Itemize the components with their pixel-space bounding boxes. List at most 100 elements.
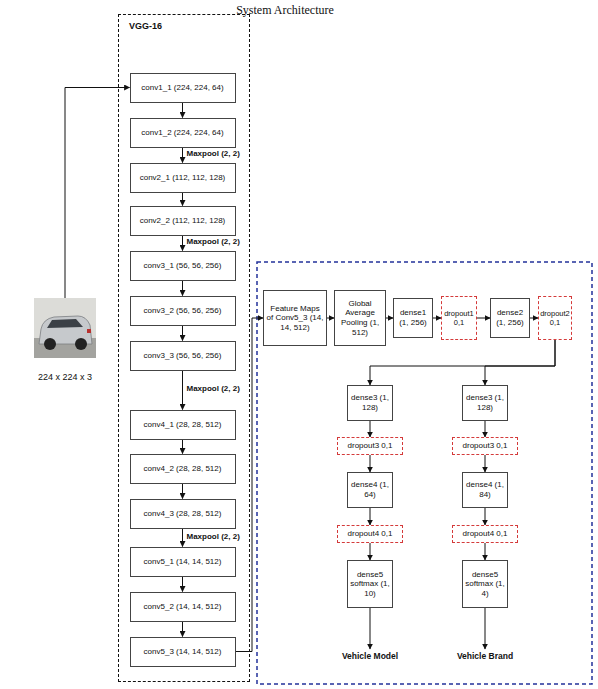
output-arrow [485,608,486,649]
feature-map-box: Feature Maps of Conv5_3 (14, 14, 512) [263,290,327,346]
connector-layer [65,88,555,652]
conv-layer-box: conv3_2 (56, 56, 256) [130,296,236,326]
input-image: 224 x 224 x 3 [32,298,98,384]
photo-background [34,298,96,358]
connector-arrow [182,622,183,637]
layer-text: dropout1 0,1 [443,309,475,327]
connector-arrow [182,193,183,206]
layer-text: dense4 (1, 64) [350,480,390,499]
connector-arrow [182,103,183,118]
connector-arrow [182,148,183,163]
output-arrow [370,608,371,649]
pooling-box: Global Average Pooling (1, 512) [334,290,386,346]
connector-arrow [485,421,486,437]
connector-arrow [182,440,183,454]
conv-layer-box: conv1_2 (224, 224, 64) [130,118,236,148]
connector-arrow [182,484,183,499]
layer-text: conv2_2 (112, 112, 128) [140,216,226,226]
layer-text: dropout3 0,1 [463,441,508,451]
softmax-layer-box: dense5 softmax (1, 4) [462,560,508,608]
layer-text: conv2_1 (112, 112, 128) [140,173,226,183]
layer-text: Feature Maps of Conv5_3 (14, 14, 512) [266,304,324,333]
connector-arrow [370,543,371,560]
dense-layer-box: dense3 (1, 128) [347,385,393,421]
edge-label: Maxpool (2, 2) [187,237,240,246]
layer-text: conv3_1 (56, 56, 256) [144,261,222,271]
connector-arrow [485,543,486,560]
dropout-box: dropout3 0,1 [452,437,518,455]
connector-arrow [182,326,183,341]
layer-text: dropout2 0,1 [540,309,570,327]
layer-text: Global Average Pooling (1, 512) [337,299,383,337]
layer-text: dense5 softmax (1, 4) [465,570,505,599]
layer-text: conv5_3 (14, 14, 512) [144,647,222,657]
layer-text: conv4_2 (28, 28, 512) [144,464,222,474]
connector-arrow [65,88,130,299]
dropout-box: dropout4 0,1 [452,525,518,543]
edge-label: Maxpool (2, 2) [187,532,240,541]
layer-text: dropout3 0,1 [348,441,393,451]
softmax-layer-box: dense5 softmax (1, 10) [347,560,393,608]
dropout-box: dropout2 0,1 [538,296,572,340]
connector-arrow [182,529,183,547]
connector-arrow [182,236,183,251]
dense-layer-box: dense2 (1, 256) [490,298,530,338]
edge-label: Maxpool (2, 2) [187,384,240,393]
layer-text: dense4 (1, 84) [465,480,505,499]
dense-layer-box: dense4 (1, 64) [347,472,393,508]
layer-text: conv4_3 (28, 28, 512) [144,509,222,519]
layer-text: conv4_1 (28, 28, 512) [144,420,222,430]
connector-arrow [386,318,393,319]
group-title: VGG-16 [129,21,162,32]
connector-arrow [477,318,490,319]
dropout-box: dropout3 0,1 [337,437,403,455]
layer-text: dropout4 0,1 [463,529,508,539]
input-size-text: 224 x 224 x 3 [38,372,92,383]
layer-text: dense3 (1, 128) [465,393,505,412]
classifier-group-frame [257,262,592,684]
layer-text: dense2 (1, 256) [493,308,527,327]
connector-arrow [485,340,555,385]
car-wheel [75,338,87,350]
dropout-box: dropout4 0,1 [337,525,403,543]
conv-layer-box: conv3_3 (56, 56, 256) [130,341,236,371]
connector-arrow [182,371,183,410]
car-window [47,319,83,328]
layer-text: dense1 (1, 256) [396,308,430,327]
layer-text: conv1_1 (224, 224, 64) [141,83,223,93]
car-wheel [44,338,56,350]
layer-text: conv1_2 (224, 224, 64) [141,128,223,138]
car-photo [34,298,96,358]
car-taillight [87,329,91,333]
conv-layer-box: conv4_1 (28, 28, 512) [130,410,236,440]
conv-layer-box: conv1_1 (224, 224, 64) [130,73,236,103]
conv-layer-box: conv5_1 (14, 14, 512) [130,547,236,577]
connector-arrow [485,508,486,525]
conv-layer-box: conv5_3 (14, 14, 512) [130,637,236,667]
layer-text: conv5_2 (14, 14, 512) [144,602,222,612]
dense-layer-box: dense1 (1, 256) [393,298,433,338]
connector-arrow [370,340,555,385]
output-label: Vehicle Model [320,651,420,661]
diagram-title: System Architecture [185,3,385,18]
output-label: Vehicle Brand [435,651,535,661]
layer-text: dense3 (1, 128) [350,393,390,412]
connector-arrow [370,421,371,437]
connector-arrow [530,318,538,319]
connector-arrow [370,455,371,472]
edge-label: Maxpool (2, 2) [187,149,240,158]
vgg16-group: VGG-16 conv1_1 (224, 224, 64) conv1_2 (224… [118,14,250,682]
dense-layer-box: dense4 (1, 84) [462,472,508,508]
connector-arrow [327,318,334,319]
dense-layer-box: dense3 (1, 128) [462,385,508,421]
conv-layer-box: conv5_2 (14, 14, 512) [130,592,236,622]
conv-layer-box: conv3_1 (56, 56, 256) [130,251,236,281]
conv-layer-box: conv4_3 (28, 28, 512) [130,499,236,529]
dropout-box: dropout1 0,1 [441,296,477,340]
connector-arrow [433,318,441,319]
connector-arrow [182,281,183,296]
layer-text: conv5_1 (14, 14, 512) [144,557,222,567]
